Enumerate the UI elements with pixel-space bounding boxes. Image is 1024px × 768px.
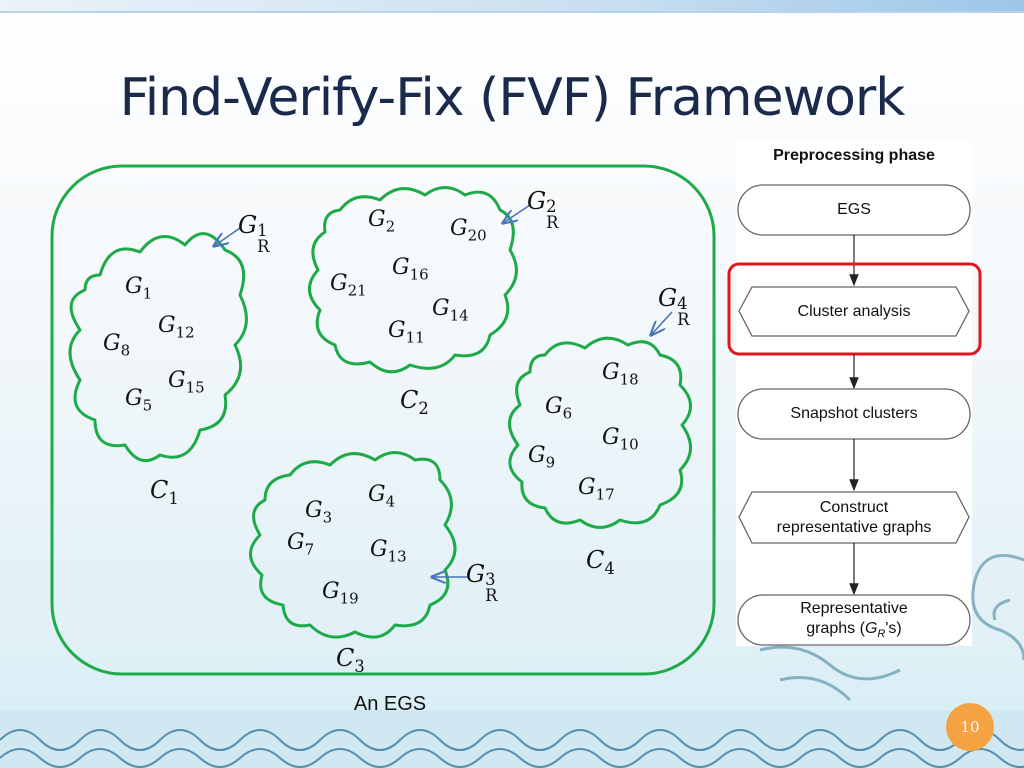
cloud-c1: [68, 232, 248, 463]
label-g14: G14: [432, 296, 469, 325]
label-g18: G18: [602, 360, 639, 389]
label-g6: G6: [545, 394, 573, 423]
label-c2: C2: [400, 386, 429, 418]
label-c4: C4: [586, 546, 615, 578]
label-g5: G5: [125, 386, 153, 415]
label-g10: G10: [602, 425, 639, 454]
flow-construct-shape: [738, 491, 970, 544]
flow-step-egs: EGS: [837, 201, 871, 218]
label-g1: G1: [125, 274, 153, 303]
egs-frame: [50, 164, 716, 676]
label-g3: G3: [305, 498, 333, 527]
flow-rep-shape: [737, 594, 971, 646]
rep-arrow-4: [651, 311, 673, 335]
label-g9: G9: [528, 443, 556, 472]
flow-step-representative: Representative graphs (GR's): [800, 599, 908, 640]
wave-decoration: [0, 710, 1024, 768]
label-g20: G20: [450, 216, 487, 245]
rep-arrow-1: [214, 227, 241, 246]
top-bar: [0, 0, 1024, 12]
slide-title: Find-Verify-Fix (FVF) Framework: [119, 68, 906, 128]
cloud-c4: [508, 336, 692, 529]
label-g2: G2: [368, 207, 396, 236]
slide-number: 10: [946, 703, 994, 751]
label-g13: G13: [370, 537, 407, 566]
label-g4: G4: [368, 482, 396, 511]
label-g19: G19: [322, 579, 359, 608]
flow-step-snapshot: Snapshot clusters: [790, 405, 918, 422]
label-g12: G12: [158, 313, 195, 342]
label-c3: C3: [336, 644, 365, 676]
label-g11: G11: [388, 318, 425, 347]
label-g17: G17: [578, 475, 615, 504]
label-g15: G15: [168, 368, 205, 397]
flow-step-cluster-analysis: Cluster analysis: [797, 302, 911, 320]
label-g16: G16: [392, 255, 429, 284]
label-g7: G7: [287, 530, 315, 559]
top-bar-line: [0, 11, 1024, 13]
label-c1: C1: [150, 476, 179, 508]
label-g21: G21: [330, 271, 367, 300]
cloud-c2: [308, 186, 518, 374]
rep-arrow-2: [503, 204, 531, 223]
flow-cluster-shape: [738, 286, 970, 337]
egs-caption: An EGS: [353, 693, 427, 715]
label-g8: G8: [103, 331, 131, 360]
flowchart-title: Preprocessing phase: [773, 147, 935, 164]
cloud-c3: [249, 451, 457, 639]
